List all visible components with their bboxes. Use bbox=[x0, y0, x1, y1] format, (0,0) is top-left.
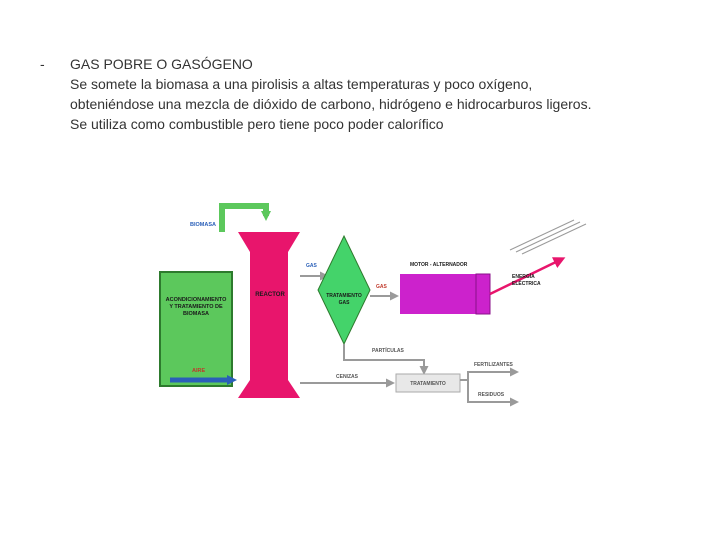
biomasa-arrow bbox=[219, 203, 271, 232]
acond-label-2: Y TRATAMIENTO DE bbox=[169, 304, 223, 310]
gas-label-side: GAS bbox=[376, 284, 388, 290]
heading: GAS POBRE O GASÓGENO bbox=[70, 56, 253, 72]
motor-box bbox=[400, 274, 476, 314]
text-line-1: Se somete la biomasa a una pirolisis a a… bbox=[70, 76, 533, 92]
trat-gas-label-1: TRATAMIENTO bbox=[326, 293, 362, 299]
tratamiento-box bbox=[395, 373, 461, 393]
particulas-arrow bbox=[343, 344, 429, 375]
power-line-3 bbox=[521, 223, 587, 255]
energia-label-1: ENERGÍA bbox=[512, 272, 535, 280]
gas-label-top: GAS bbox=[306, 263, 318, 269]
reactor-label: REACTOR bbox=[255, 292, 285, 298]
bullet-dash: - bbox=[40, 56, 45, 72]
residuos-arrow bbox=[467, 380, 519, 407]
tratamiento-label: TRATAMIENTO bbox=[410, 381, 446, 387]
acond-label-1: ACONDICIONAMIENTO bbox=[166, 297, 227, 303]
power-line-1 bbox=[509, 219, 575, 251]
particulas-label: PARTÍCULAS bbox=[372, 346, 405, 354]
aire-label: AIRE bbox=[192, 368, 205, 374]
reactor-shape bbox=[238, 232, 300, 398]
acond-label-3: BIOMASA bbox=[183, 311, 209, 317]
residuos-label: RESIDUOS bbox=[478, 392, 505, 398]
fertilizantes-label: FERTILIZANTES bbox=[474, 362, 514, 368]
fertilizantes-arrow bbox=[460, 367, 519, 381]
motor-label: MOTOR - ALTERNADOR bbox=[410, 262, 468, 268]
text-block: GAS POBRE O GASÓGENO Se somete la biomas… bbox=[70, 54, 710, 134]
acondicionamiento-box bbox=[159, 271, 233, 387]
cenizas-label: CENIZAS bbox=[336, 374, 359, 380]
text-line-2: obteniéndose una mezcla de dióxido de ca… bbox=[70, 96, 592, 112]
trat-gas-label-2: GAS bbox=[339, 300, 351, 306]
biomasa-label: BIOMASA bbox=[190, 222, 216, 228]
alternador-box bbox=[475, 273, 491, 315]
power-line-2 bbox=[515, 221, 581, 253]
electric-arrow bbox=[489, 257, 566, 296]
text-line-3: Se utiliza como combustible pero tiene p… bbox=[70, 116, 444, 132]
tratamiento-gas-diamond bbox=[317, 234, 371, 346]
energia-label-2: ELÉCTRICA bbox=[512, 279, 541, 287]
